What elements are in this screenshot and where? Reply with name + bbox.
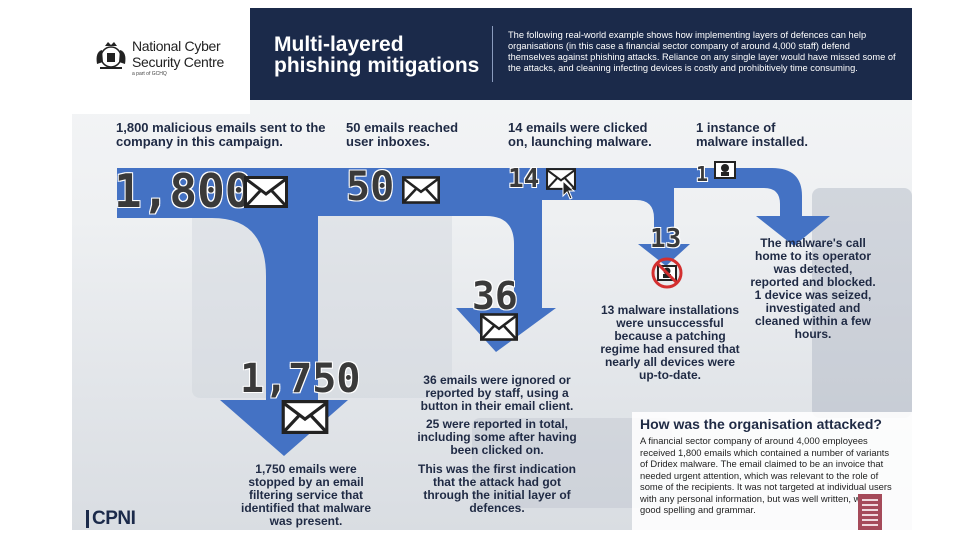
count-36: 36 — [472, 274, 518, 318]
background-photo-laptop — [192, 208, 452, 398]
stage-3-label: 14 emails were clicked on, launching mal… — [508, 120, 652, 149]
count-1750: 1,750 — [240, 356, 361, 402]
note-36-ignored: 36 emails were ignored or reported by st… — [420, 373, 574, 413]
note-36-reported: 25 were reported in total, including som… — [417, 417, 577, 457]
note-1: The malware's call home to its operator … — [750, 236, 876, 341]
stage-1-label: 1,800 malicious emails sent to the compa… — [116, 120, 326, 149]
note-36-first-indication: This was the first indication that the a… — [417, 462, 577, 515]
note-13: 13 malware installations were unsuccessf… — [600, 303, 740, 382]
envelope-icon-1800 — [244, 176, 288, 208]
page-title: Multi-layered phishing mitigations — [274, 33, 480, 77]
royal-crest-icon — [96, 42, 126, 69]
attack-description-panel: How was the organisation attacked? A fin… — [632, 412, 912, 530]
stage-4-label: 1 instance of malware installed. — [696, 120, 808, 149]
background-photo-person — [812, 188, 912, 418]
malware-icon-1 — [714, 161, 736, 179]
attack-body: A financial sector company of around 4,0… — [640, 435, 892, 515]
envelope-icon-14 — [546, 168, 576, 190]
stage-2-label: 50 emails reached user inboxes. — [346, 120, 459, 149]
count-13: 13 — [650, 224, 682, 254]
count-1800: 1,800 — [114, 164, 253, 218]
flow-diagram — [117, 168, 830, 456]
organisation-name: National Cyber Security Centre — [132, 38, 224, 70]
organisation-subtitle: a part of GCHQ — [132, 71, 167, 77]
count-50: 50 — [346, 164, 395, 210]
building-icon — [858, 494, 882, 530]
envelope-icon-36 — [480, 313, 518, 341]
main-flow-band — [117, 168, 830, 456]
header-banner: Multi-layered phishing mitigations The f… — [250, 8, 912, 100]
count-14: 14 — [508, 164, 540, 194]
cpni-logo: CPNI — [85, 508, 136, 529]
cursor-arrow-icon — [562, 180, 576, 200]
note-1750: 1,750 emails were stopped by an email fi… — [240, 462, 372, 528]
blocked-malware-icon-13 — [651, 257, 683, 289]
infographic-slide: National Cyber Security Centre a part of… — [72, 8, 912, 530]
count-1: 1 — [696, 162, 709, 186]
ncsc-logo: National Cyber Security Centre a part of… — [94, 38, 244, 88]
header-divider — [492, 26, 493, 82]
envelope-icon-50 — [402, 176, 440, 204]
attack-heading: How was the organisation attacked? — [640, 416, 882, 432]
intro-text: The following real-world example shows h… — [508, 30, 896, 73]
envelope-icon-1750 — [281, 400, 329, 434]
